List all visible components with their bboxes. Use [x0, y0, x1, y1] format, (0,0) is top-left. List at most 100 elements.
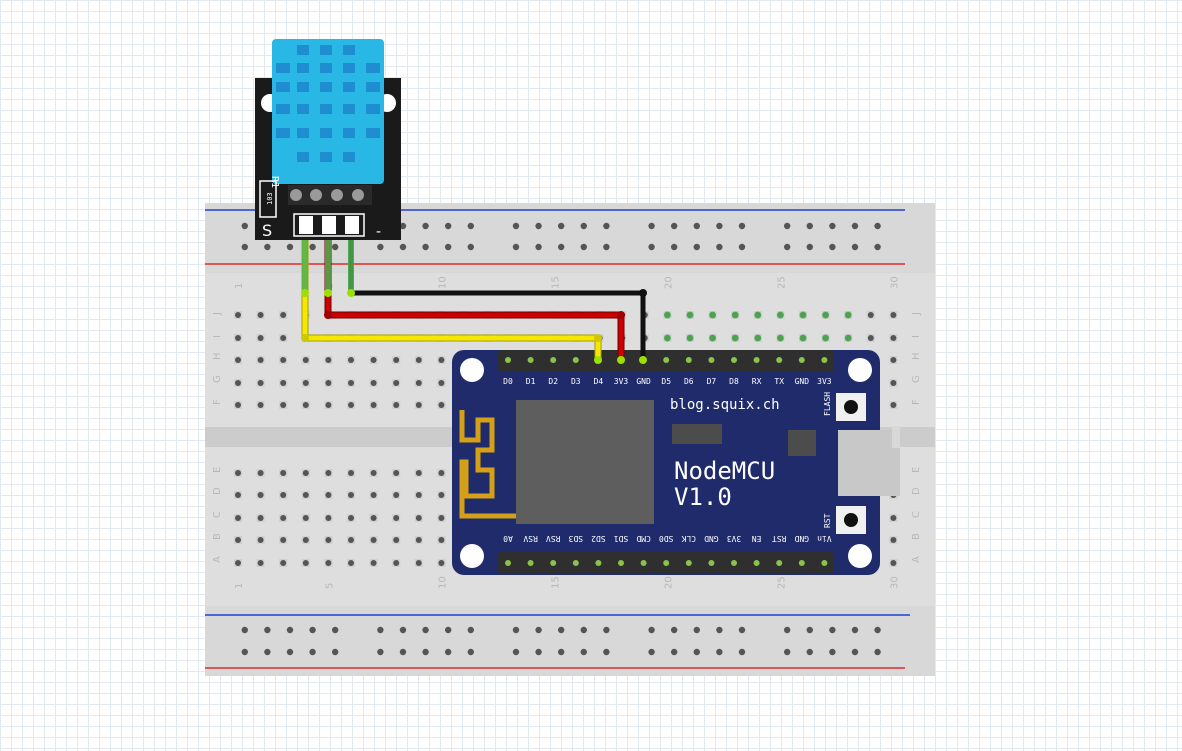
vent-slot: [366, 128, 380, 138]
column-number: 25: [776, 576, 787, 589]
rail-hole: [512, 243, 520, 251]
ground-pin-label: -: [376, 224, 381, 240]
rail-hole: [670, 648, 678, 656]
rail-hole: [241, 626, 248, 634]
row-letter: D: [911, 487, 922, 495]
bottom-pin-label: RST: [772, 534, 787, 543]
dht11-sensor-module: 103 R1 S -: [255, 39, 401, 240]
rail-hole: [377, 626, 384, 634]
rail-hole: [806, 243, 813, 251]
bottom-header-pins: [505, 560, 828, 566]
breadboard-hole: [348, 470, 354, 476]
rail-hole: [716, 243, 723, 251]
sensor-pin-1: [290, 189, 302, 201]
breadboard-hole: [438, 380, 445, 386]
bottom-pin-label: RSV: [546, 534, 561, 543]
wires: [301, 225, 647, 364]
breadboard-hole: [280, 380, 287, 386]
rail-hole: [286, 243, 294, 251]
sensor-pin-2: [310, 189, 322, 201]
breadboard-hole: [393, 470, 400, 476]
vcc-wire-pin: [617, 356, 625, 364]
column-number: 25: [776, 276, 787, 289]
header-pin: [663, 357, 670, 363]
header-pin: [798, 357, 805, 363]
header-pin: [572, 560, 579, 566]
rail-hole: [783, 626, 791, 634]
rail-hole: [851, 648, 859, 656]
breadboard-hole: [867, 335, 874, 341]
rail-hole: [738, 222, 746, 230]
rail-hole: [512, 222, 520, 230]
rail-hole: [444, 222, 452, 230]
breadboard-hole: [348, 380, 354, 386]
breadboard-hole: [325, 560, 332, 566]
mount-hole-top-left: [460, 358, 484, 382]
column-number: 10: [437, 276, 448, 289]
top-header-pins: [505, 357, 828, 363]
top-pin-label: TX: [774, 377, 784, 386]
bottom-pin-label: RSV: [523, 534, 538, 543]
column-number: 30: [889, 276, 900, 289]
row-letter: H: [911, 352, 922, 360]
connected-hole: [799, 334, 807, 342]
bottom-pin-label: Vin: [817, 534, 832, 543]
connected-hole: [844, 334, 852, 342]
header-pin: [550, 357, 557, 363]
header-pin: [753, 357, 760, 363]
vent-slot: [320, 104, 332, 114]
rail-hole: [738, 626, 746, 634]
vent-slot: [276, 82, 290, 92]
breadboard-hole: [415, 492, 422, 498]
breadboard-hole: [325, 492, 332, 498]
breadboard-hole: [415, 515, 422, 521]
rail-hole: [377, 243, 384, 251]
connected-hole: [776, 311, 784, 319]
breadboard-hole: [235, 537, 241, 543]
rail-hole: [648, 648, 655, 656]
rail-hole: [264, 648, 271, 656]
rail-hole: [716, 626, 723, 634]
top-pin-label: D6: [684, 377, 694, 386]
rail-hole: [851, 626, 859, 634]
vcc-wire-end: [324, 289, 332, 297]
breadboard-hole: [280, 470, 287, 476]
breadboard-hole: [302, 470, 309, 476]
row-letter: C: [212, 511, 223, 518]
vent-slot: [320, 45, 332, 55]
breadboard-hole: [325, 402, 332, 408]
header-pin: [798, 560, 805, 566]
breadboard-hole: [235, 560, 241, 566]
ground-wire-bend: [639, 289, 647, 297]
sensor-pin-header: [288, 185, 372, 205]
breadboard-hole: [393, 492, 400, 498]
vent-slot: [343, 152, 355, 162]
bottom-pin-label: SD3: [568, 534, 583, 543]
rail-hole: [874, 222, 881, 230]
vent-slot: [276, 128, 290, 138]
bottom-pin-label: GND: [704, 534, 719, 543]
row-letter: J: [212, 312, 223, 316]
breadboard-hole: [393, 402, 400, 408]
header-pin: [527, 357, 534, 363]
breadboard-hole: [438, 357, 445, 363]
header-pin: [663, 560, 670, 566]
vent-slot: [366, 104, 380, 114]
connected-hole: [754, 334, 762, 342]
signal-pin-label: S: [262, 221, 272, 240]
breadboard-hole: [302, 537, 309, 543]
rail-hole: [331, 626, 339, 634]
board-title: NodeMCU: [674, 457, 775, 485]
rail-hole: [467, 626, 474, 634]
rst-button-cap[interactable]: [844, 513, 858, 527]
data-wire-corner: [594, 334, 602, 342]
connected-hole: [663, 334, 671, 342]
rail-hole: [467, 243, 474, 251]
rail-hole: [535, 222, 542, 230]
rail-hole: [467, 648, 474, 656]
rail-hole: [603, 222, 610, 230]
flash-button-cap[interactable]: [844, 400, 858, 414]
breadboard-hole: [325, 537, 332, 543]
